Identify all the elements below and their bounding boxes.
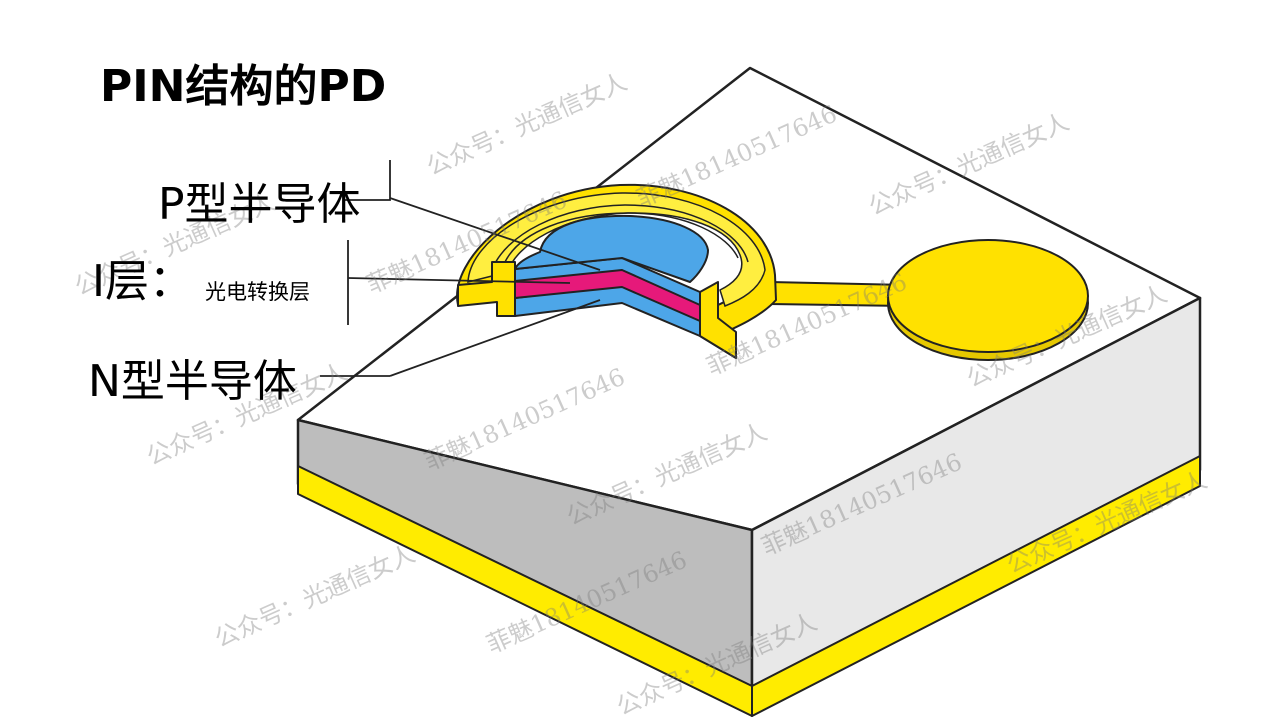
leader-i-pointer [347,277,571,284]
label-i-layer-desc: 光电转换层 [205,280,310,304]
leader-p [345,160,391,201]
leader-p-pointer [389,197,601,271]
active-area-top [514,214,709,283]
label-i-layer: I层： [92,256,193,307]
ring-contour-2 [504,212,739,263]
electrode-trace [769,280,906,308]
label-p-type: P型半导体 [158,179,361,230]
bond-pad [887,239,1089,353]
page-title: PIN结构的PD [100,61,387,112]
bottom-metal-right [751,455,1201,717]
chip-substrate [296,66,1202,717]
leader-lines [320,160,601,377]
ring-right-wall [699,281,737,359]
ring-left-wall [457,261,516,317]
leader-n [389,299,601,377]
bond-pad-group [769,239,1089,361]
pin-mesa [456,183,777,359]
label-n-type: N型半导体 [88,356,297,407]
